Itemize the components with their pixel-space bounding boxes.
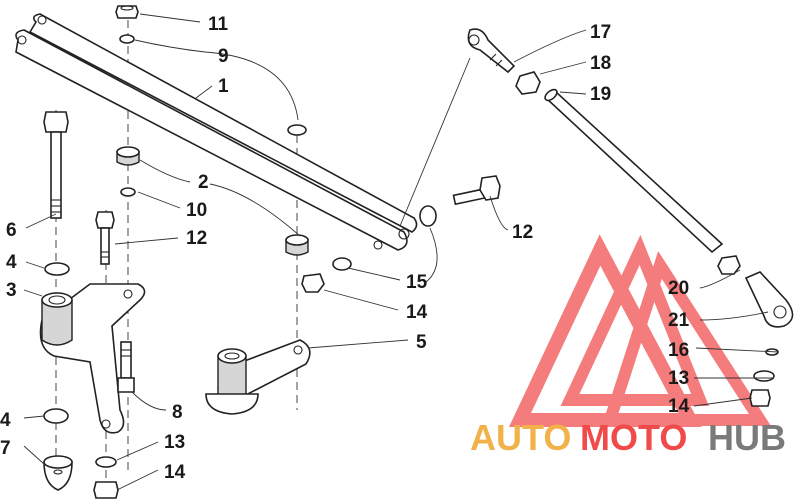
callout-10: 10 — [186, 200, 207, 221]
callout-1: 1 — [218, 76, 229, 97]
callout-13-left: 13 — [164, 432, 185, 453]
callout-12-left: 12 — [186, 228, 207, 249]
callout-14-right: 14 — [668, 396, 690, 417]
watermark-auto: AUTO — [470, 417, 571, 458]
callout-15: 15 — [406, 272, 428, 293]
callout-9: 9 — [218, 46, 229, 67]
callout-numbers: 11 9 1 2 10 12 6 4 3 4 7 8 13 14 15 14 5… — [0, 14, 690, 483]
washer-4-top — [44, 262, 70, 276]
watermark-triangle-right — [601, 251, 772, 426]
washer-9 — [287, 124, 307, 136]
jam-nut-18 — [515, 71, 541, 95]
callout-18: 18 — [590, 53, 611, 74]
callout-7: 7 — [0, 438, 11, 459]
callout-14-center: 14 — [406, 302, 428, 323]
washer-13-left — [95, 456, 117, 468]
leader-lines — [23, 13, 779, 491]
washer-4-bottom — [43, 408, 69, 424]
callout-19: 19 — [590, 84, 611, 105]
link-arm-upper — [28, 13, 418, 233]
callout-20: 20 — [668, 278, 689, 299]
callout-4-top: 4 — [6, 252, 17, 273]
callout-21: 21 — [668, 310, 690, 331]
callout-14-left: 14 — [164, 462, 186, 483]
nut-14-center — [301, 273, 325, 293]
callout-6: 6 — [6, 220, 17, 241]
bolt-12-right — [452, 175, 501, 206]
callout-4-bottom: 4 — [0, 410, 11, 431]
callout-5: 5 — [416, 332, 427, 353]
callout-8: 8 — [172, 402, 183, 423]
watermark-logo — [508, 234, 772, 427]
nut-11 — [115, 5, 139, 19]
watermark-hub: HUB — [708, 417, 786, 458]
bolt-6 — [43, 111, 69, 219]
tie-rod-tube-19 — [544, 88, 724, 254]
callout-12-right: 12 — [512, 222, 533, 243]
washer-15-right — [419, 205, 437, 227]
pivot-bracket-5 — [205, 339, 311, 415]
callout-13-right: 13 — [668, 368, 689, 389]
callout-16: 16 — [668, 340, 689, 361]
arm-pivot-hole-2 — [373, 240, 383, 250]
bushings-2 — [116, 146, 309, 256]
bracket-3-boss — [41, 299, 73, 346]
link-arm-assembly — [15, 13, 418, 251]
cap-nut-7 — [43, 455, 73, 491]
jam-nut-20 — [717, 255, 741, 275]
washer-13-right — [753, 370, 775, 382]
callout-17: 17 — [590, 22, 611, 43]
callout-3: 3 — [6, 280, 17, 301]
link-arm-lower — [15, 29, 408, 251]
rod-end-17 — [467, 28, 516, 74]
arm-pivot-hole — [398, 228, 410, 240]
washer-15 — [332, 257, 352, 271]
washer-10 — [120, 187, 136, 197]
arm-end-hole-lower — [17, 35, 27, 45]
watermark-text: AUTO MOTO HUB — [470, 417, 786, 458]
watermark-moto: MOTO — [580, 417, 687, 458]
arm-end-hole — [37, 15, 47, 25]
nut-14-left — [93, 481, 119, 499]
callout-11: 11 — [208, 14, 229, 35]
rod-end-21 — [744, 271, 794, 328]
washer-9-small — [119, 34, 135, 44]
watermark-triangle-inner — [560, 234, 709, 406]
callout-2: 2 — [198, 172, 209, 193]
pivot-bracket-3 — [39, 283, 146, 434]
top-nut-group — [115, 5, 307, 136]
stud-8 — [117, 341, 135, 393]
bolt-12-left — [95, 211, 115, 265]
nut-14-right — [749, 389, 771, 407]
